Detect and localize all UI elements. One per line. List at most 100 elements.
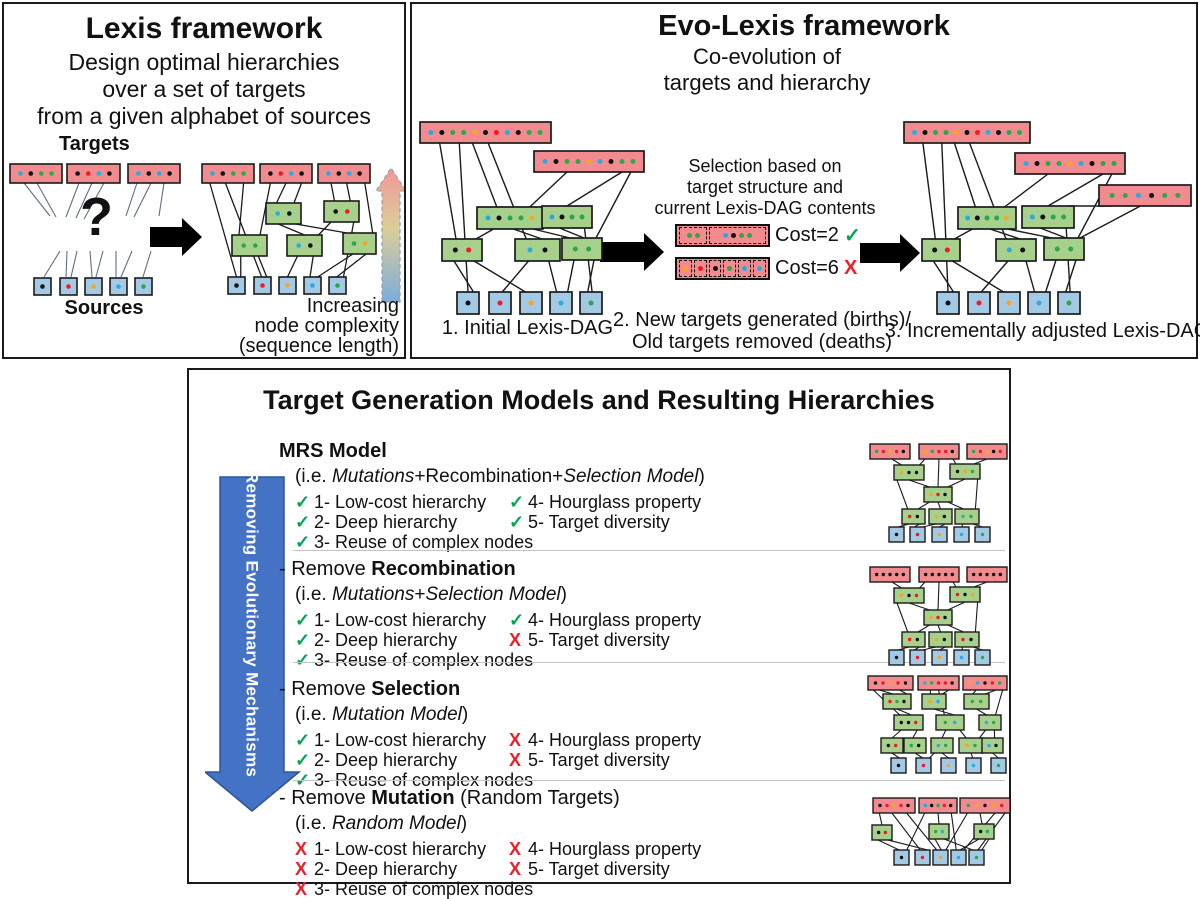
symbol-dot (934, 830, 937, 833)
dag-edge (488, 143, 526, 239)
evolexis-subtitle: Co-evolution of targets and hierarchy (567, 44, 967, 96)
dag-edge (942, 730, 946, 738)
check-icon: ✓ (844, 223, 861, 248)
symbol-dot (924, 573, 927, 576)
cross-icon: X (295, 839, 314, 859)
symbol-dot (268, 171, 273, 176)
symbol-dot (943, 804, 946, 807)
dag-node-middle (929, 824, 949, 839)
symbol-dot (742, 266, 747, 271)
symbol-dot (902, 573, 905, 576)
symbol-dot (977, 301, 982, 306)
symbol-dot (928, 700, 931, 703)
symbol-dot (965, 744, 968, 747)
symbol-dot (908, 638, 911, 641)
dag-edge (331, 183, 335, 201)
dag-edge (1040, 228, 1066, 238)
symbol-dot (944, 681, 947, 684)
dag-node-middle (872, 825, 892, 840)
symbol-dot (930, 681, 933, 684)
symbol-dot (975, 216, 980, 221)
dag-node-target (1015, 153, 1125, 174)
dag-node-middle (979, 715, 1001, 730)
symbol-dot (972, 573, 975, 576)
symbol-dot (971, 470, 974, 473)
arrow-label: Removing Evolutionary Mechanisms (243, 471, 262, 777)
symbol-dot (1110, 193, 1115, 198)
dag-edge (225, 183, 261, 277)
dag-node-middle (266, 203, 301, 224)
symbol-dot (930, 804, 933, 807)
criterion-label: 2- Deep hierarchy (314, 630, 457, 650)
dag-edge (960, 730, 966, 738)
symbol-dot (66, 284, 71, 289)
dag-line (24, 183, 50, 216)
flow-arrow (600, 233, 664, 271)
symbol-dot (253, 243, 258, 248)
dag-edge (296, 224, 347, 233)
symbol-dot (936, 804, 939, 807)
dag-edge (909, 603, 930, 610)
dag-edge (1046, 260, 1056, 292)
symbol-dot (965, 216, 970, 221)
symbol-dot (285, 283, 290, 288)
symbol-dot (954, 130, 959, 135)
symbol-dot (888, 573, 891, 576)
symbol-dot (902, 700, 905, 703)
symbol-dot (1055, 247, 1060, 252)
unknown-hierarchy-question-mark: ? (80, 186, 113, 248)
symbol-dot (944, 450, 947, 453)
symbol-dot (987, 744, 990, 747)
symbol-dot (999, 450, 1002, 453)
dag-line (44, 251, 60, 277)
symbol-dot (559, 301, 564, 306)
symbol-dot (941, 830, 944, 833)
symbol-dot (1057, 161, 1062, 166)
dag-edge (454, 261, 474, 292)
symbol-dot (888, 700, 891, 703)
dag-edge (948, 602, 965, 610)
symbol-dot (895, 700, 898, 703)
dag-edge (975, 602, 977, 632)
symbol-dot (428, 130, 433, 135)
criterion-label: 1- Low-cost hierarchy (314, 610, 486, 630)
symbol-dot (136, 171, 141, 176)
dag-edge (971, 753, 973, 758)
symbol-dot (1079, 161, 1084, 166)
dag-edge (920, 459, 926, 465)
symbol-dot (981, 656, 984, 659)
symbol-dot (337, 171, 342, 176)
dag-node-source (329, 277, 346, 294)
dag-node-middle (542, 206, 592, 228)
dag-edge (337, 254, 366, 277)
dag-node-source (998, 292, 1020, 314)
lexis-subtitle-line: over a set of targets (4, 76, 404, 103)
dag-node-source (1028, 292, 1050, 314)
dag-node-source (60, 278, 77, 295)
symbol-dot (326, 171, 331, 176)
symbol-dot (931, 573, 934, 576)
symbol-dot (1007, 248, 1012, 253)
symbol-dot (1000, 804, 1003, 807)
symbol-dot (874, 681, 877, 684)
dag-node-middle (929, 632, 952, 647)
candidate-target-box (675, 224, 770, 247)
dag-node-source (489, 292, 511, 314)
symbol-dot (916, 656, 919, 659)
dag-edge (892, 459, 902, 465)
dag-edge (977, 709, 987, 715)
evolexis-framework-panel: Evo-Lexis framework Co-evolution of targ… (410, 2, 1198, 359)
dag-edge (897, 480, 908, 509)
remove-mutation-dag (860, 794, 1010, 872)
symbol-dot (210, 171, 215, 176)
symbol-dot (992, 721, 995, 724)
symbol-dot (75, 171, 80, 176)
criterion-label: 4- Hourglass property (528, 610, 701, 630)
symbol-dot (897, 764, 900, 767)
symbol-dot (967, 804, 970, 807)
